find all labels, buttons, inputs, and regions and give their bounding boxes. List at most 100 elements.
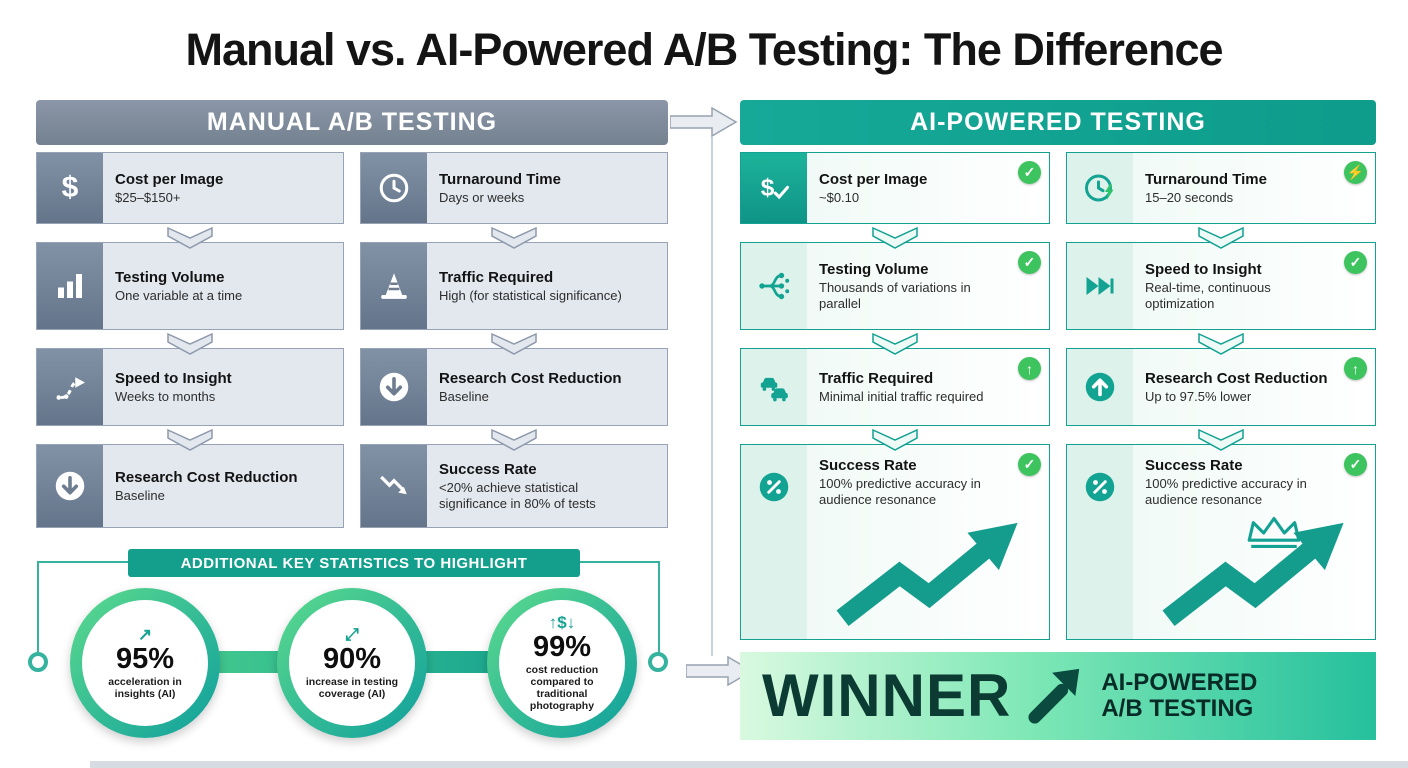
card-desc: 100% predictive accuracy in audience res… bbox=[1145, 476, 1307, 507]
manual-card-traffic-required: Traffic Required High (for statistical s… bbox=[360, 227, 668, 330]
dotted-arrow-icon bbox=[37, 349, 103, 425]
ai-card-success-rate: Success Rate 100% predictive accuracy in… bbox=[740, 429, 1050, 640]
bar-chart-icon bbox=[37, 243, 103, 329]
ai-card-speed-to-insight: Speed to Insight Real-time, continuous o… bbox=[1066, 227, 1376, 330]
card-desc: One variable at a time bbox=[115, 287, 243, 303]
panel-link-line bbox=[711, 137, 713, 656]
card-desc: Baseline bbox=[115, 487, 165, 503]
card-desc: $25–$150+ bbox=[115, 189, 181, 205]
dollar-check-icon: $ bbox=[741, 153, 807, 223]
chevron-down-icon bbox=[491, 429, 537, 451]
stats-bracket-line bbox=[37, 561, 39, 662]
card-title: Testing Volume bbox=[819, 260, 929, 278]
check-badge-icon: ✓ bbox=[1344, 453, 1367, 476]
card-desc: Days or weeks bbox=[439, 189, 525, 205]
ai-card-cost-per-image: $ Cost per Image ~$0.10 ✓ bbox=[740, 152, 1050, 224]
growth-arrow-icon bbox=[836, 522, 1018, 627]
stats-header-label: ADDITIONAL KEY STATISTICS TO HIGHLIGHT bbox=[180, 554, 528, 572]
connector-ring-icon bbox=[648, 652, 668, 672]
card-desc: ~$0.10 bbox=[819, 189, 860, 205]
clock-icon bbox=[361, 153, 427, 223]
cost-down-icon: ↑$↓ bbox=[548, 612, 576, 632]
card-title: Traffic Required bbox=[439, 268, 554, 286]
declining-graph-icon bbox=[361, 445, 427, 527]
chevron-down-icon bbox=[1198, 429, 1244, 451]
card-desc: 15–20 seconds bbox=[1145, 189, 1234, 205]
chevron-down-icon bbox=[491, 333, 537, 355]
manual-card-cost-per-image: $ Cost per Image $25–$150+ bbox=[36, 152, 344, 224]
card-title: Cost per Image bbox=[115, 170, 224, 188]
card-title: Success Rate bbox=[819, 457, 917, 474]
stats-bracket-line bbox=[580, 561, 660, 563]
chevron-down-icon bbox=[872, 333, 918, 355]
check-badge-icon: ✓ bbox=[1018, 161, 1041, 184]
ai-panel-header: AI-POWERED TESTING bbox=[740, 100, 1376, 145]
card-title: Success Rate bbox=[439, 460, 537, 478]
manual-panel-header: MANUAL A/B TESTING bbox=[36, 100, 668, 145]
chevron-down-icon bbox=[1198, 227, 1244, 249]
ai-card-cost-reduction: Research Cost Reduction Up to 97.5% lowe… bbox=[1066, 333, 1376, 426]
stats-bracket-line bbox=[37, 561, 128, 563]
fast-forward-icon bbox=[1067, 243, 1133, 329]
dollar-icon: $ bbox=[37, 153, 103, 223]
page-title: Manual vs. AI-Powered A/B Testing: The D… bbox=[185, 24, 1223, 75]
card-title: Traffic Required bbox=[819, 369, 934, 387]
manual-card-speed-to-insight: Speed to Insight Weeks to months bbox=[36, 333, 344, 426]
card-title: Research Cost Reduction bbox=[115, 468, 298, 486]
ai-card-testing-volume: Testing Volume Thousands of variations i… bbox=[740, 227, 1050, 330]
card-title: Speed to Insight bbox=[115, 369, 232, 387]
manual-card-turnaround-time: Turnaround Time Days or weeks bbox=[360, 152, 668, 224]
connector-ring-icon bbox=[28, 652, 48, 672]
ai-card-traffic-required: Traffic Required Minimal initial traffic… bbox=[740, 333, 1050, 426]
arrow-up-circle-icon bbox=[1067, 349, 1133, 425]
card-title: Research Cost Reduction bbox=[439, 369, 622, 387]
network-icon bbox=[741, 243, 807, 329]
card-desc: High (for statistical significance) bbox=[439, 287, 622, 303]
card-desc: <20% achieve statistical significance in… bbox=[439, 479, 596, 511]
card-desc: Weeks to months bbox=[115, 388, 216, 404]
stat-value: 95% bbox=[115, 642, 175, 675]
card-desc: Up to 97.5% lower bbox=[1145, 388, 1252, 404]
traffic-cone-icon bbox=[361, 243, 427, 329]
cars-icon bbox=[741, 349, 807, 425]
card-desc: Minimal initial traffic required bbox=[819, 388, 984, 404]
manual-grid: $ Cost per Image $25–$150+ Turnaround Ti… bbox=[36, 152, 668, 528]
manual-card-testing-volume: Testing Volume One variable at a time bbox=[36, 227, 344, 330]
chevron-down-icon bbox=[872, 227, 918, 249]
card-title: Cost per Image bbox=[819, 170, 928, 188]
svg-text:$: $ bbox=[761, 175, 775, 202]
bottom-edge-strip bbox=[90, 761, 1408, 768]
stat-circle-acceleration: ↗ 95% acceleration in insights (AI) bbox=[70, 588, 220, 738]
stat-label: increase in testing coverage (AI) bbox=[305, 676, 399, 701]
card-title: Speed to Insight bbox=[1145, 260, 1262, 278]
ai-grid: $ Cost per Image ~$0.10 ✓ Turnaround Tim… bbox=[740, 152, 1376, 640]
trend-up-icon: ↗ bbox=[137, 624, 153, 644]
arrow-down-circle-icon bbox=[37, 445, 103, 527]
winner-title: AI-POWERED A/B TESTING bbox=[1101, 670, 1257, 722]
winner-title-line2: A/B TESTING bbox=[1101, 695, 1254, 722]
card-title: Research Cost Reduction bbox=[1145, 369, 1328, 387]
card-title: Turnaround Time bbox=[439, 170, 561, 188]
chevron-down-icon bbox=[167, 429, 213, 451]
percent-badge-icon bbox=[1067, 445, 1133, 639]
manual-header-label: MANUAL A/B TESTING bbox=[206, 108, 498, 136]
ai-card-turnaround-time: Turnaround Time 15–20 seconds ⚡ bbox=[1066, 152, 1376, 224]
card-desc: Baseline bbox=[439, 388, 489, 404]
card-title: Turnaround Time bbox=[1145, 170, 1267, 188]
arrow-down-circle-icon bbox=[361, 349, 427, 425]
chevron-down-icon bbox=[167, 227, 213, 249]
check-badge-icon: ✓ bbox=[1018, 251, 1041, 274]
panel-link-arrow-icon bbox=[670, 107, 738, 137]
stat-label: acceleration in insights (AI) bbox=[108, 676, 182, 701]
bolt-badge-icon: ⚡ bbox=[1344, 161, 1367, 184]
card-title: Success Rate bbox=[1145, 457, 1243, 474]
percent-badge-icon bbox=[741, 445, 807, 639]
stat-label: cost reduction compared to traditional p… bbox=[525, 664, 599, 713]
winner-title-line1: AI-POWERED bbox=[1101, 669, 1258, 697]
up-arrow-badge-icon: ↑ bbox=[1344, 357, 1367, 380]
card-title: Testing Volume bbox=[115, 268, 225, 286]
chevron-down-icon bbox=[491, 227, 537, 249]
up-arrow-badge-icon: ↑ bbox=[1018, 357, 1041, 380]
stat-value: 99% bbox=[532, 630, 592, 663]
